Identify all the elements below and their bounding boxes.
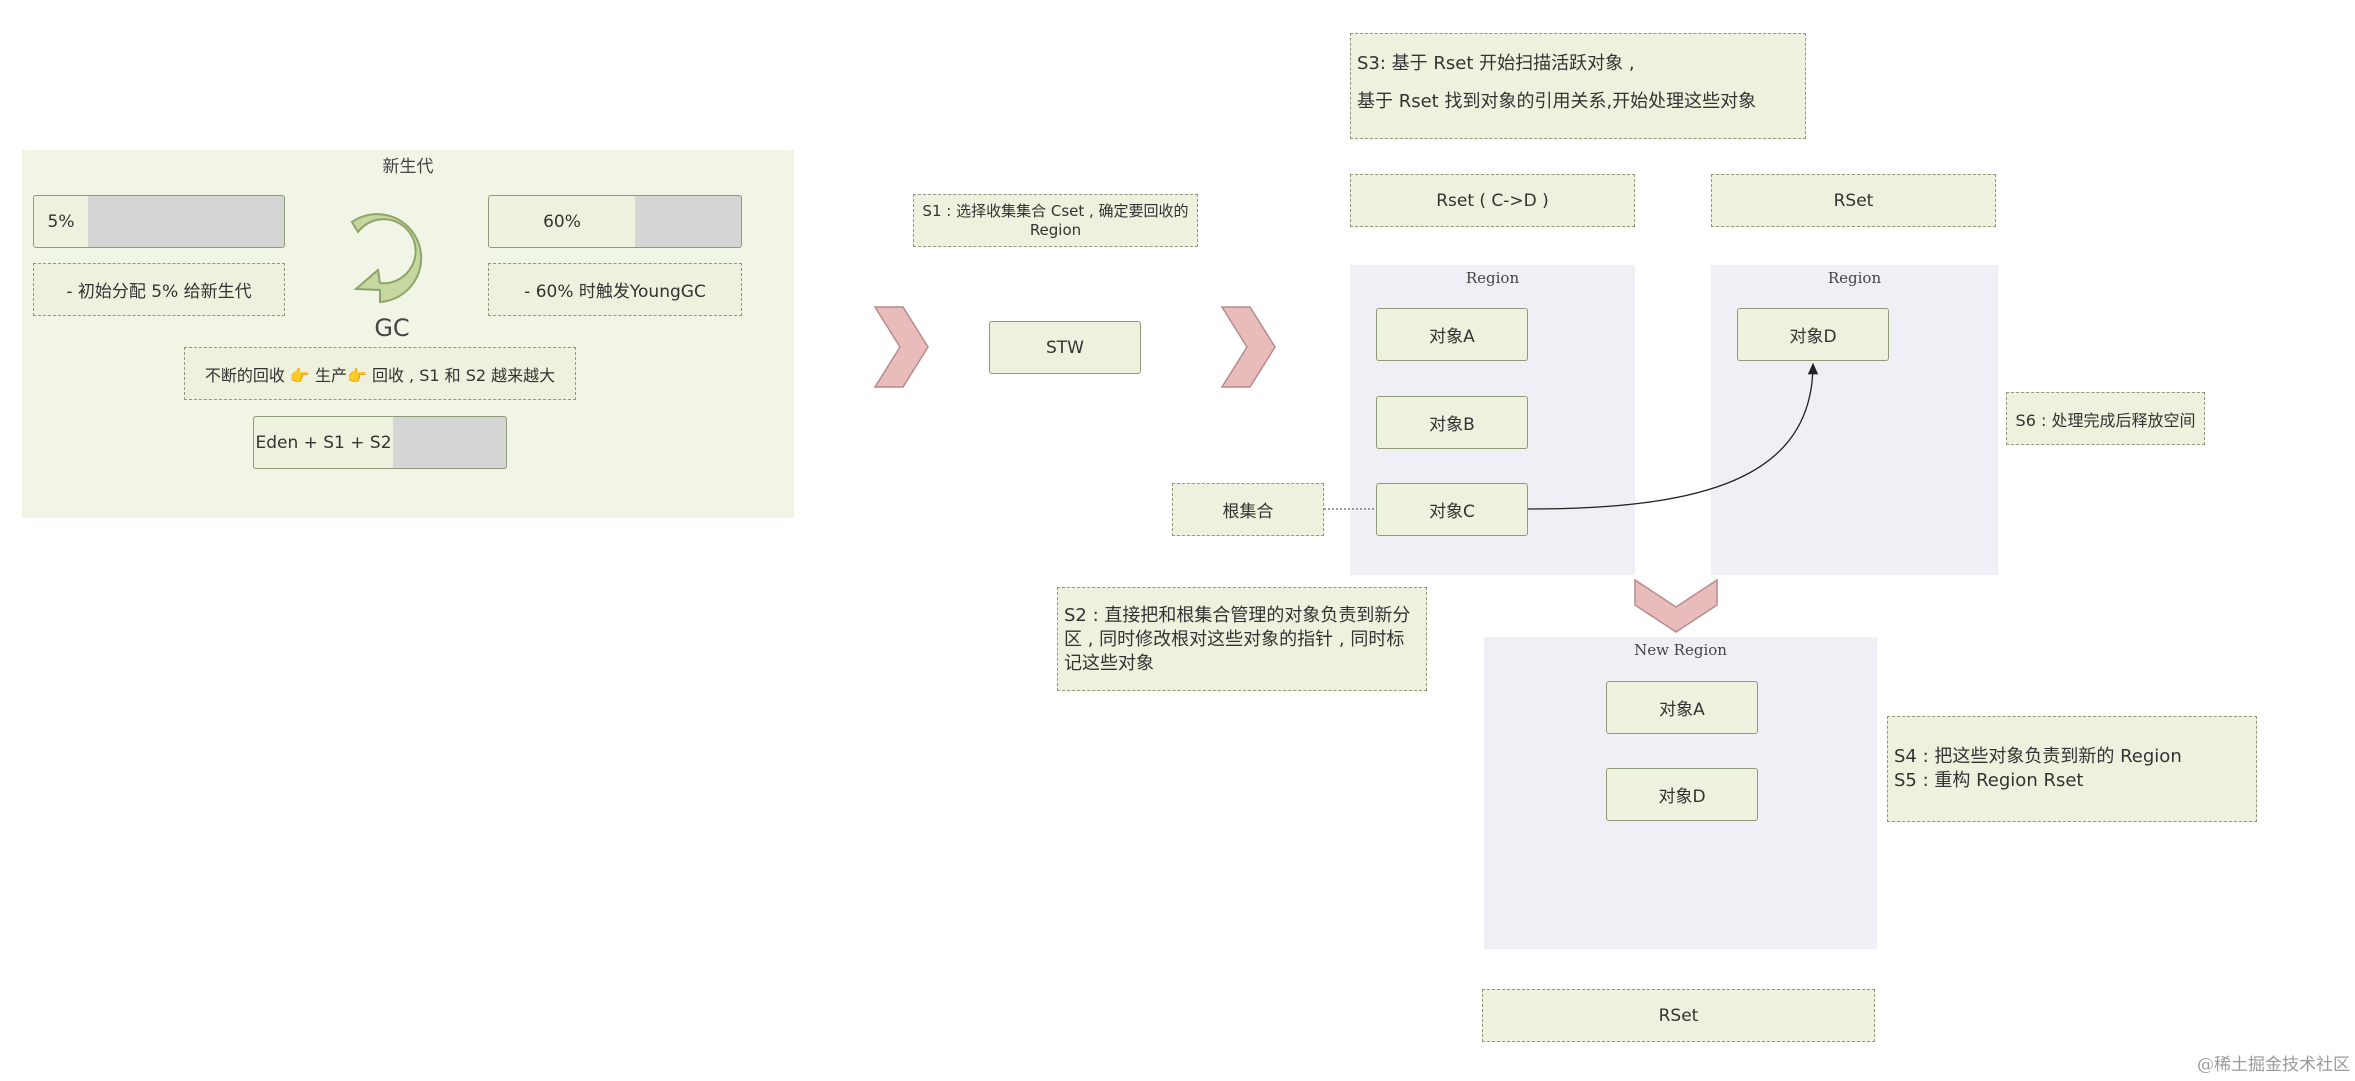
s3-note-line1: S3: 基于 Rset 开始扫描活跃对象 , bbox=[1357, 53, 1635, 74]
rset-right: RSet bbox=[1711, 174, 1996, 227]
s1-note: S1 : 选择收集集合 Cset , 确定要回收的 Region bbox=[913, 194, 1198, 247]
young-gen-title: 新生代 bbox=[382, 157, 434, 177]
young-gc-trigger-note: - 60% 时触发YoungGC bbox=[488, 263, 742, 316]
s2-note: S2 : 直接把和根集合管理的对象负责到新分区 , 同时修改根对这些对象的指针 … bbox=[1057, 587, 1427, 691]
object-c: 对象C bbox=[1376, 483, 1528, 536]
pct-60-label: 60% bbox=[488, 195, 636, 248]
new-object-d: 对象D bbox=[1606, 768, 1758, 821]
pct-5-label: 5% bbox=[33, 195, 89, 248]
s3-note: S3: 基于 Rset 开始扫描活跃对象 , 基于 Rset 找到对象的引用关系… bbox=[1350, 33, 1806, 139]
s6-note: S6 : 处理完成后释放空间 bbox=[2006, 392, 2205, 445]
eden-bar bbox=[393, 416, 507, 469]
watermark: @稀土掘金技术社区 bbox=[2197, 1055, 2350, 1075]
stw-box: STW bbox=[989, 321, 1141, 374]
s4-s5-note: S4 : 把这些对象负责到新的 Region S5 : 重构 Region Rs… bbox=[1887, 716, 2257, 822]
chevron-right-icon bbox=[873, 306, 929, 388]
root-set: 根集合 bbox=[1172, 483, 1324, 536]
region-right-title: Region bbox=[1827, 269, 1882, 287]
s1-note-text: S1 : 选择收集集合 Cset , 确定要回收的 Region bbox=[922, 201, 1189, 239]
rset-left: Rset ( C->D ) bbox=[1350, 174, 1635, 227]
new-region-title: New Region bbox=[1634, 641, 1727, 659]
object-d: 对象D bbox=[1737, 308, 1889, 361]
eden-label: Eden + S1 + S2 bbox=[253, 416, 394, 469]
s5-note-text: S5 : 重构 Region Rset bbox=[1894, 770, 2084, 791]
pct-5-bar bbox=[88, 195, 285, 248]
s4-note-text: S4 : 把这些对象负责到新的 Region bbox=[1894, 746, 2182, 767]
chevron-down-icon bbox=[1634, 578, 1718, 633]
object-a: 对象A bbox=[1376, 308, 1528, 361]
s3-note-line2: 基于 Rset 找到对象的引用关系,开始处理这些对象 bbox=[1357, 91, 1757, 112]
chevron-right-icon bbox=[1220, 306, 1276, 388]
region-left-title: Region bbox=[1465, 269, 1520, 287]
init-alloc-note: - 初始分配 5% 给新生代 bbox=[33, 263, 285, 316]
new-object-a: 对象A bbox=[1606, 681, 1758, 734]
gc-cycle-note: 不断的回收 👉 生产👉 回收 , S1 和 S2 越来越大 bbox=[184, 347, 576, 400]
gc-label: GC bbox=[374, 314, 410, 342]
rset-bottom: RSet bbox=[1482, 989, 1875, 1042]
s2-note-text: S2 : 直接把和根集合管理的对象负责到新分区 , 同时修改根对这些对象的指针 … bbox=[1064, 605, 1411, 674]
pct-60-bar bbox=[635, 195, 742, 248]
object-b: 对象B bbox=[1376, 396, 1528, 449]
